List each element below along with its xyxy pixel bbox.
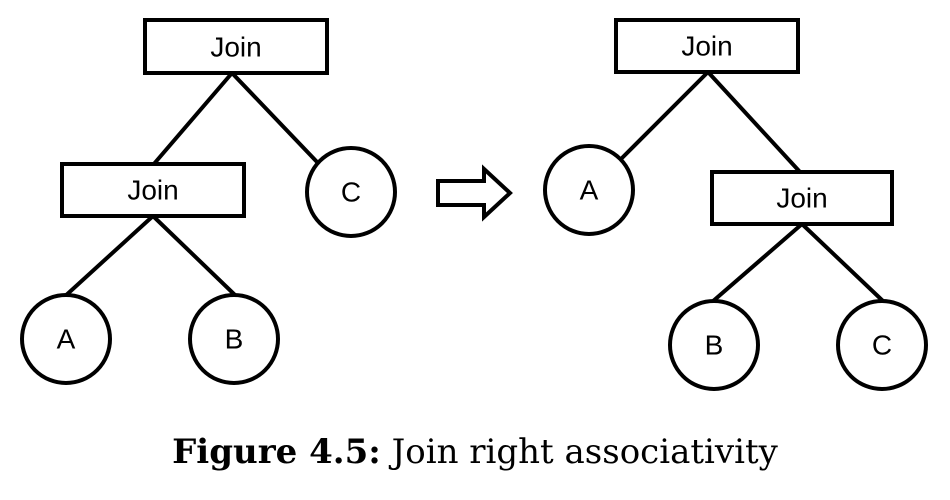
right-tree: Join A Join B C	[543, 18, 928, 391]
left-root-join-label: Join	[210, 32, 261, 63]
edge-right-join-to-c	[800, 222, 886, 304]
join-associativity-diagram: Join Join C A B Join A Join B C	[20, 18, 928, 391]
left-leaf-c-node	[305, 146, 397, 238]
left-leaf-a-label: A	[57, 324, 76, 355]
right-root-join-node	[614, 18, 800, 74]
left-leaf-b-label: B	[225, 324, 244, 355]
edge-left-root-to-c	[230, 71, 320, 165]
left-leaf-b-node	[188, 293, 280, 385]
figure-caption-text: Join right associativity	[391, 432, 778, 472]
edge-right-root-to-a	[620, 70, 710, 160]
right-leaf-b-node	[668, 299, 760, 391]
edge-left-join-to-b	[151, 214, 238, 298]
edge-left-root-to-join	[151, 71, 234, 167]
left-leaf-c-label: C	[341, 177, 361, 208]
right-leaf-b-label: B	[705, 330, 724, 361]
right-leaf-a-node	[543, 144, 635, 236]
right-leaf-c-node	[836, 299, 928, 391]
right-root-join-label: Join	[681, 31, 732, 62]
left-leaf-a-node	[20, 293, 112, 385]
right-leaf-c-label: C	[872, 330, 892, 361]
left-tree: Join Join C A B	[20, 18, 397, 385]
right-leaf-a-label: A	[580, 175, 599, 206]
edge-left-join-to-a	[61, 214, 155, 300]
left-inner-join-node	[60, 162, 246, 218]
left-inner-join-label: Join	[127, 175, 178, 206]
transform-arrow-icon	[436, 164, 513, 222]
figure-label: Figure 4.5:	[172, 432, 381, 472]
right-inner-join-label: Join	[776, 183, 827, 214]
figure-caption: Figure 4.5: Join right associativity	[0, 432, 950, 472]
left-root-join-node	[143, 18, 329, 75]
right-inner-join-node	[710, 170, 894, 226]
edge-right-root-to-join	[706, 70, 802, 174]
edge-right-join-to-b	[710, 222, 804, 304]
